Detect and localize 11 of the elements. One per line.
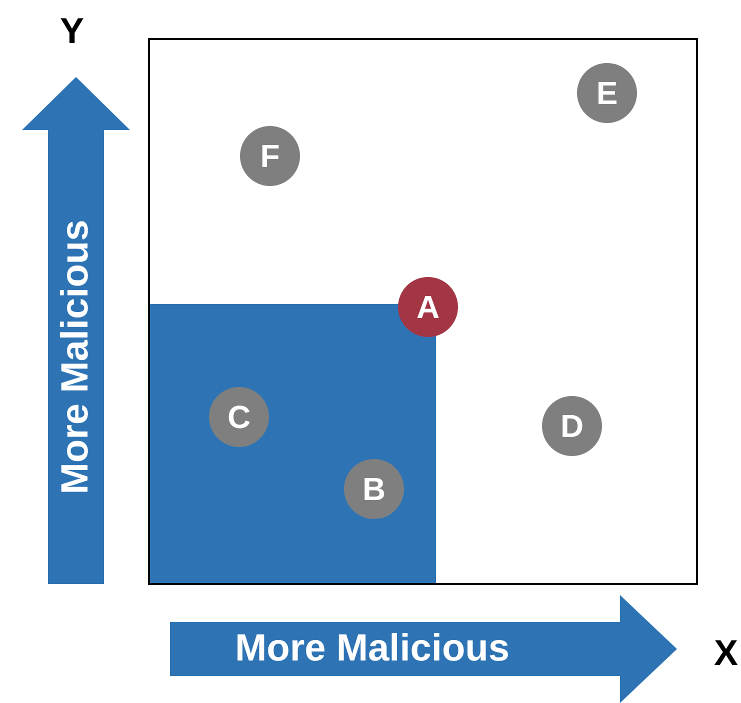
axis-label: More Malicious bbox=[54, 220, 98, 494]
axis-label: More Malicious bbox=[235, 628, 510, 670]
axis-letter: X bbox=[714, 632, 738, 674]
point-marker: C bbox=[209, 387, 269, 447]
point-marker: A bbox=[398, 277, 458, 337]
point-marker: D bbox=[542, 396, 602, 456]
plot-frame bbox=[148, 38, 698, 585]
point-marker: B bbox=[344, 459, 404, 519]
point-marker: E bbox=[577, 63, 637, 123]
point-marker: F bbox=[240, 126, 300, 186]
axis-letter: Y bbox=[60, 10, 84, 52]
